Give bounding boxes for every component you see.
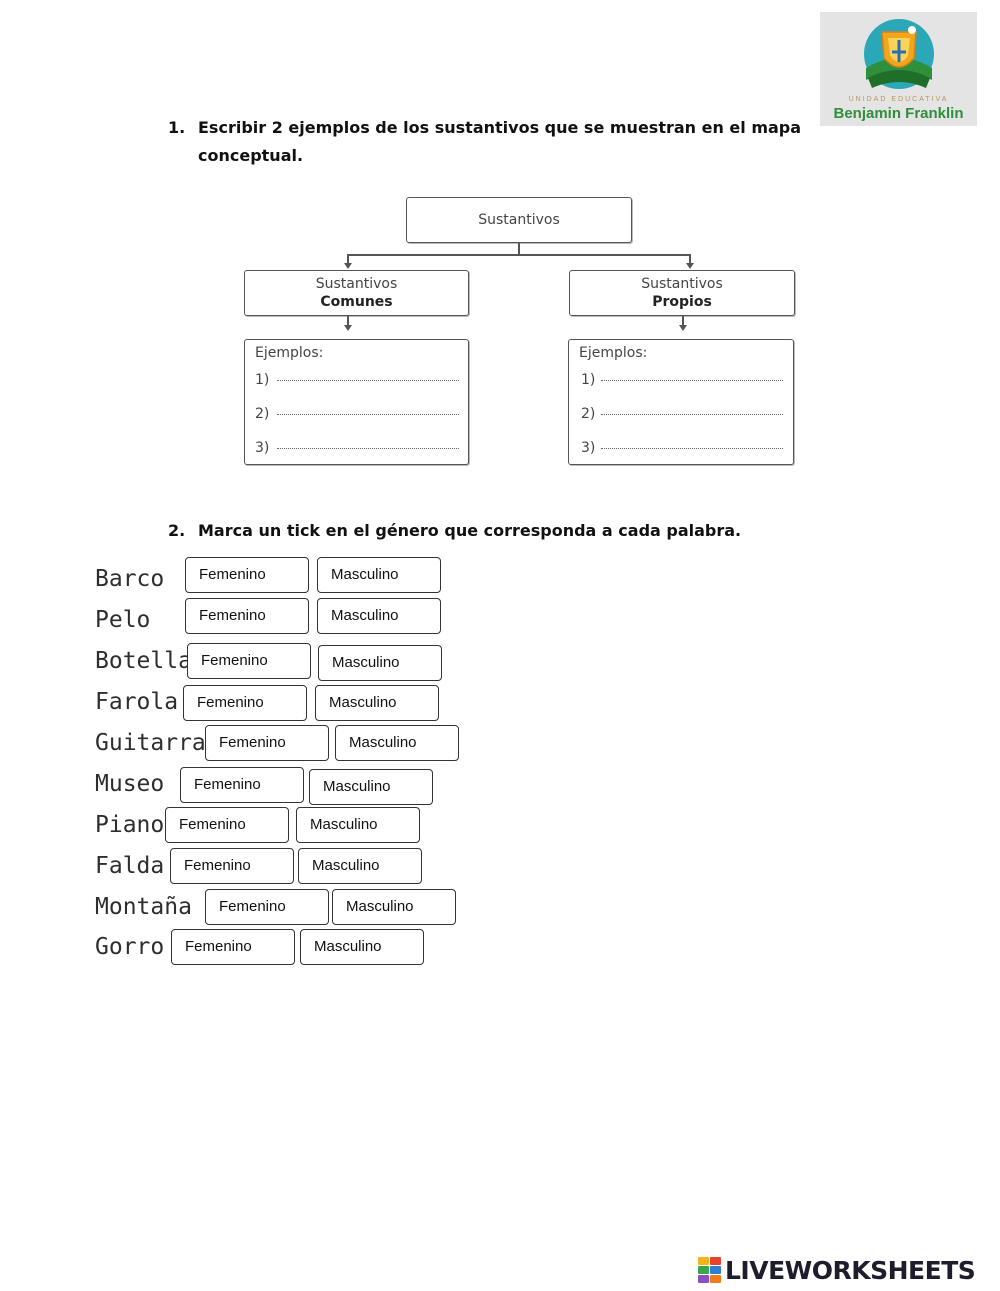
concept-proper-line2: Propios xyxy=(652,294,712,310)
option-masculino[interactable]: Masculino xyxy=(332,889,456,925)
word-label: Farola xyxy=(95,689,179,715)
example-number: 1) xyxy=(255,372,270,388)
school-shield-icon xyxy=(864,19,934,89)
word-label: Montaña xyxy=(95,894,192,920)
concept-common-line2: Comunes xyxy=(320,294,393,310)
option-femenino[interactable]: Femenino xyxy=(205,725,329,761)
concept-root-label: Sustantivos xyxy=(478,212,560,228)
option-femenino[interactable]: Femenino xyxy=(171,929,295,965)
liveworksheets-brand[interactable]: LIVEWORKSHEETS xyxy=(698,1255,976,1285)
concept-proper-line1: Sustantivos xyxy=(641,276,723,292)
question-1: 1. Escribir 2 ejemplos de los sustantivos… xyxy=(168,114,868,170)
question-1-text-line1: Escribir 2 ejemplos de los sustantivos q… xyxy=(198,118,802,137)
connector-left-drop xyxy=(347,254,349,265)
option-masculino[interactable]: Masculino xyxy=(309,769,433,805)
question-1-text-line2: conceptual. xyxy=(198,146,304,165)
question-2: 2. Marca un tick en el género que corresp… xyxy=(168,517,868,545)
option-masculino[interactable]: Masculino xyxy=(335,725,459,761)
connector-left-examples xyxy=(347,316,349,327)
examples-common-line-2[interactable] xyxy=(277,414,459,415)
examples-proper-line-2[interactable] xyxy=(601,414,783,415)
connector-right-drop xyxy=(689,254,691,265)
option-masculino[interactable]: Masculino xyxy=(300,929,424,965)
example-number: 1) xyxy=(581,372,596,388)
concept-proper-box: Sustantivos Propios xyxy=(569,270,795,316)
word-label: Museo xyxy=(95,771,165,797)
examples-common-title: Ejemplos: xyxy=(255,345,324,361)
example-number: 2) xyxy=(581,406,596,422)
concept-common-box: Sustantivos Comunes xyxy=(244,270,469,316)
connector-right-examples xyxy=(682,316,684,327)
example-number: 2) xyxy=(255,406,270,422)
examples-common-box: Ejemplos: 1) 2) 3) xyxy=(244,339,469,465)
word-label: Botella xyxy=(95,648,192,674)
option-masculino[interactable]: Masculino xyxy=(315,685,439,721)
option-femenino[interactable]: Femenino xyxy=(185,557,309,593)
option-femenino[interactable]: Femenino xyxy=(187,643,311,679)
liveworksheets-wordmark: LIVEWORKSHEETS xyxy=(725,1255,976,1285)
option-masculino[interactable]: Masculino xyxy=(317,598,441,634)
question-2-number: 2. xyxy=(168,521,186,540)
logo-subtitle: UNIDAD EDUCATIVA xyxy=(848,96,949,103)
example-number: 3) xyxy=(581,440,596,456)
option-masculino[interactable]: Masculino xyxy=(317,557,441,593)
logo-school-name: Benjamin Franklin xyxy=(833,105,964,122)
connector-horizontal xyxy=(347,254,690,256)
school-logo: UNIDAD EDUCATIVA Benjamin Franklin xyxy=(820,12,977,126)
option-femenino[interactable]: Femenino xyxy=(183,685,307,721)
option-femenino[interactable]: Femenino xyxy=(170,848,294,884)
examples-common-line-3[interactable] xyxy=(277,448,459,449)
examples-proper-line-1[interactable] xyxy=(601,380,783,381)
concept-common-line1: Sustantivos xyxy=(315,276,398,292)
word-label: Barco xyxy=(95,566,165,592)
example-number: 3) xyxy=(255,440,270,456)
word-label: Piano xyxy=(95,812,165,838)
word-label: Falda xyxy=(95,853,165,879)
examples-proper-box: Ejemplos: 1) 2) 3) xyxy=(568,339,794,465)
word-label: Pelo xyxy=(95,607,151,633)
concept-root-box: Sustantivos xyxy=(406,197,632,243)
word-label: Gorro xyxy=(95,934,165,960)
examples-proper-row-3: 3) xyxy=(581,440,595,456)
examples-common-line-1[interactable] xyxy=(277,380,459,381)
question-1-number: 1. xyxy=(168,118,186,137)
arrowhead-right-examples xyxy=(679,325,687,331)
option-femenino[interactable]: Femenino xyxy=(165,807,289,843)
word-label: Guitarra xyxy=(95,730,206,756)
examples-proper-line-3[interactable] xyxy=(601,448,783,449)
question-2-text: Marca un tick en el género que correspon… xyxy=(198,521,742,540)
option-masculino[interactable]: Masculino xyxy=(318,645,442,681)
examples-proper-title: Ejemplos: xyxy=(579,345,648,361)
connector-vertical-root xyxy=(518,243,520,255)
arrowhead-left-examples xyxy=(344,325,352,331)
option-masculino[interactable]: Masculino xyxy=(296,807,420,843)
arrowhead-right xyxy=(686,263,694,269)
option-masculino[interactable]: Masculino xyxy=(298,848,422,884)
examples-common-row-1: 1) xyxy=(255,372,269,388)
examples-proper-row-1: 1) xyxy=(581,372,595,388)
option-femenino[interactable]: Femenino xyxy=(205,889,329,925)
arrowhead-left xyxy=(344,263,352,269)
option-femenino[interactable]: Femenino xyxy=(185,598,309,634)
liveworksheets-logo-icon xyxy=(698,1257,721,1283)
examples-proper-row-2: 2) xyxy=(581,406,595,422)
examples-common-row-3: 3) xyxy=(255,440,269,456)
option-femenino[interactable]: Femenino xyxy=(180,767,304,803)
examples-common-row-2: 2) xyxy=(255,406,269,422)
